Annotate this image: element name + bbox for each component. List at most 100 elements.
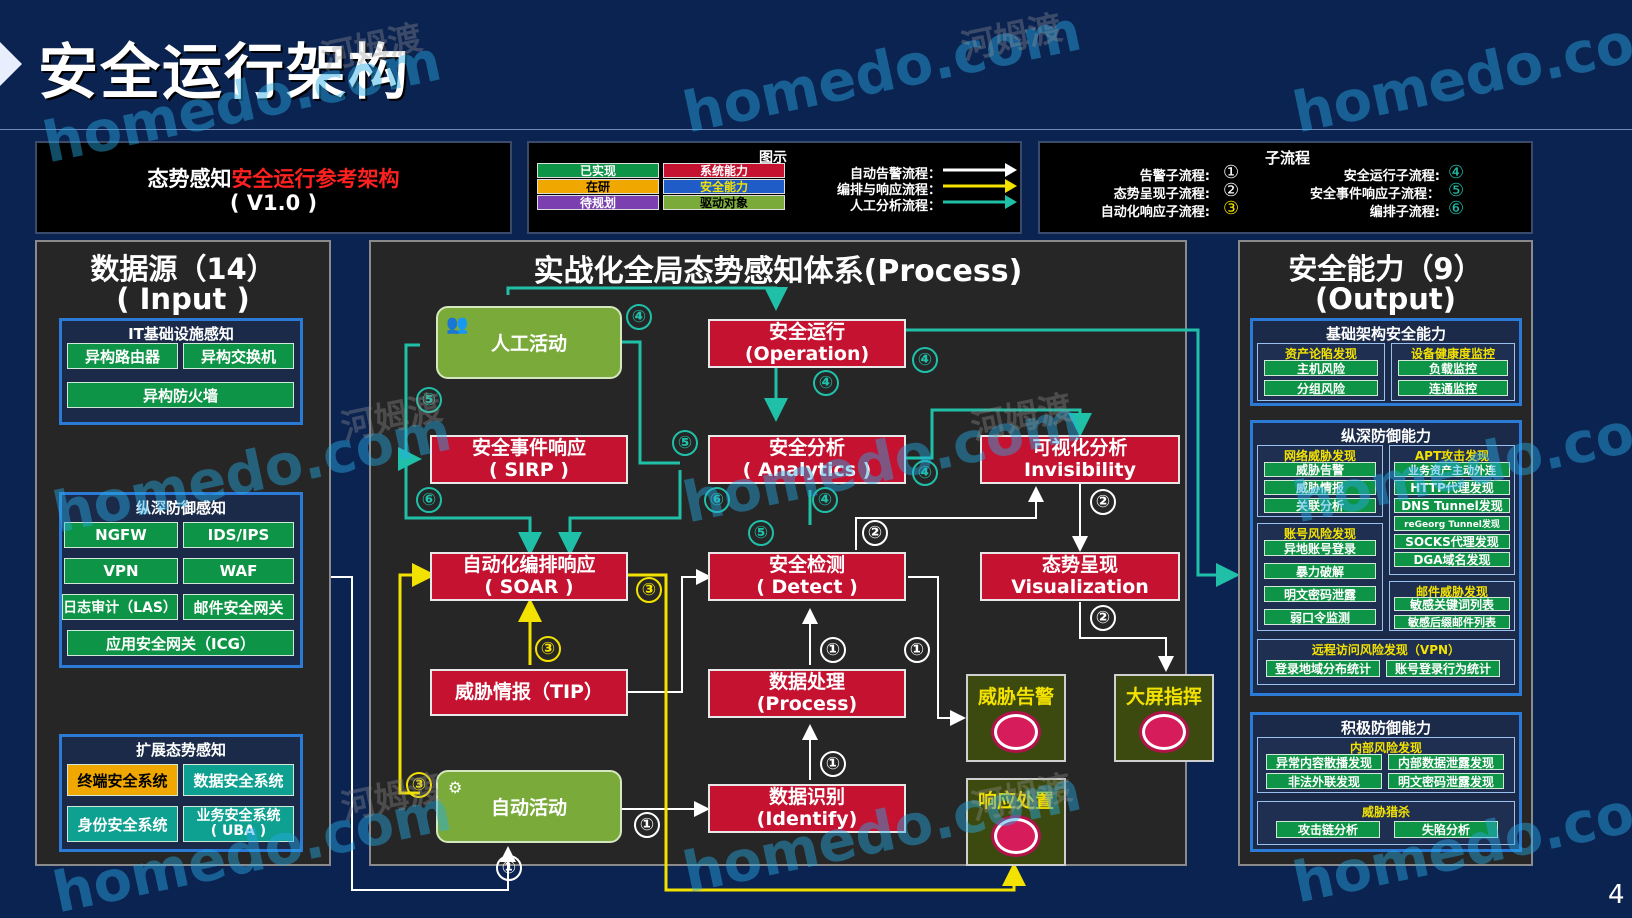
step-1-alert: ① (904, 637, 930, 663)
cap-outbound-connect: 业务资产主动外连 (1394, 462, 1510, 477)
data-identify-node: 数据识别(Identify) (708, 784, 906, 833)
source-las: 日志审计（LAS） (62, 594, 178, 620)
response-target: 响应处置 (966, 778, 1066, 866)
cap-compromise-analysis: 失陷分析 (1394, 821, 1498, 838)
threat-hunting-group: 威胁猎杀 攻击链分析 失陷分析 (1257, 801, 1515, 845)
auto-activity-node: ⚙ 自动活动 (436, 770, 622, 843)
cap-correlation: 关联分析 (1264, 498, 1376, 513)
step-5-left: ⑤ (416, 387, 442, 413)
account-risk-group: 账号风险发现 异地账号登录 暴力破解 明文密码泄露 弱口令监测 (1257, 523, 1383, 631)
subflow-box: 子流程 告警子流程: 态势呈现子流程: 自动化响应子流程: ① ② ③ 安全运行… (1038, 141, 1533, 234)
step-4-human: ④ (626, 304, 652, 330)
legend-flow-arrows-icon (943, 163, 1017, 209)
input-subtitle: ( Input ) (116, 282, 250, 316)
process-title: 实战化全局态势感知体系(Process) (533, 254, 1023, 289)
big-screen-target: 大屏指挥 (1114, 674, 1214, 762)
source-switch: 异构交换机 (183, 343, 294, 369)
data-processing-node: 数据处理(Process) (708, 669, 906, 718)
step-4-analytics: ④ (912, 460, 938, 486)
legend-flow-auto-alert: 自动告警流程： (849, 167, 941, 182)
step-3-auto: ③ (406, 772, 432, 798)
legend-title: 图示 (759, 150, 787, 166)
detect-node: 安全检测( Detect ) (708, 552, 906, 601)
source-waf: WAF (183, 558, 294, 584)
cap-threat-alert: 威胁告警 (1264, 462, 1376, 477)
deep-defense-group: 纵深防御能力 网络威胁发现 威胁告警 威胁情报 关联分析 APT攻击发现 业务资… (1250, 420, 1522, 696)
step-1-input: ① (496, 855, 522, 881)
architecture-version: ( V1.0 ) (229, 191, 318, 215)
subflow-title: 子流程 (1265, 149, 1311, 167)
source-mail-gateway: 邮件安全网关 (183, 594, 294, 620)
cap-threat-intel: 威胁情报 (1264, 480, 1376, 495)
subflow-operation: 安全运行子流程: (1343, 169, 1440, 184)
it-group-title: IT基础设施感知 (128, 325, 234, 343)
cap-sensitive-keywords: 敏感关键词列表 (1394, 597, 1510, 611)
output-subtitle: (Output) (1315, 282, 1456, 316)
step-5-detect: ⑤ (748, 520, 774, 546)
legend-system-capability: 系统能力 (663, 163, 785, 178)
response-button-icon (994, 818, 1038, 854)
cap-login-region: 登录地域分布统计 (1266, 660, 1380, 677)
cap-brute-force: 暴力破解 (1264, 563, 1376, 579)
legend-security-capability: 安全能力 (663, 179, 785, 194)
subflow-num-5: ⑤ (1448, 180, 1465, 201)
step-1-process: ① (820, 637, 846, 663)
gears-icon: ⚙ (448, 778, 463, 797)
asset-discovery-group: 资产论陷发现 主机风险 分组风险 (1257, 343, 1385, 401)
tip-node: 威胁情报（TIP） (430, 669, 628, 716)
mail-threat-group: 邮件威胁发现 敏感关键词列表 敏感后缀邮件列表 (1389, 581, 1515, 631)
step-4-detect: ④ (812, 487, 838, 513)
legend-flow-manual-analysis: 人工分析流程： (849, 199, 941, 214)
cap-sensitive-suffix: 敏感后缀邮件列表 (1394, 615, 1510, 629)
legend-in-development: 在研 (537, 179, 659, 194)
source-uba: 业务安全系统( UBA ) (183, 806, 294, 842)
source-ids-ips: IDS/IPS (183, 522, 294, 548)
title-divider (0, 129, 1632, 130)
source-router: 异构路由器 (67, 343, 178, 369)
step-5-analytics: ⑤ (672, 430, 698, 456)
active-defense-group: 积极防御能力 内部风险发现 异常内容散播发现 内部数据泄露发现 非法外联发现 明… (1250, 712, 1522, 852)
step-2-visualization: ② (1090, 605, 1116, 631)
source-icg: 应用安全网关（ICG） (67, 630, 294, 656)
step-2-detect: ② (862, 520, 888, 546)
cap-illegal-outbound: 非法外联发现 (1266, 773, 1382, 789)
people-icon: 👥 (446, 314, 469, 335)
cap-dga-domain: DGA域名发现 (1394, 552, 1510, 567)
source-identity: 身份安全系统 (67, 806, 178, 842)
cap-http-proxy: HTTP代理发现 (1394, 480, 1510, 495)
deep-defense-title: 纵深防御能力 (1340, 427, 1431, 445)
source-data-security: 数据安全系统 (183, 764, 294, 796)
source-firewall: 异构防火墙 (67, 382, 294, 408)
subflow-num-3: ③ (1223, 198, 1240, 219)
cap-remote-login: 异地账号登录 (1264, 540, 1376, 556)
subflow-visualization: 态势呈现子流程: (1113, 187, 1210, 202)
step-3-soar: ③ (636, 577, 662, 603)
subflow-incident-response: 安全事件响应子流程： (1309, 187, 1440, 202)
cap-dns-tunnel: DNS Tunnel发现 (1394, 498, 1510, 513)
cap-kill-chain: 攻击链分析 (1276, 821, 1380, 838)
cap-connectivity-monitor: 连通监控 (1398, 380, 1508, 396)
cap-abnormal-content: 异常内容散播发现 (1266, 754, 1382, 770)
defense-perception-group: 纵深防御感知 NGFW IDS/IPS VPN WAF 日志审计（LAS） 邮件… (59, 492, 303, 668)
threat-alert-target: 威胁告警 (966, 674, 1066, 762)
subflow-num-1: ① (1223, 162, 1240, 183)
security-operation-node: 安全运行(Operation) (708, 319, 906, 368)
subflow-alert: 告警子流程: (1139, 169, 1210, 184)
title-arrow-icon (0, 42, 22, 86)
source-endpoint: 终端安全系统 (67, 764, 178, 796)
source-vpn: VPN (64, 558, 178, 584)
cap-socks-proxy: SOCKS代理发现 (1394, 534, 1510, 549)
infra-capability-group: 基础架构安全能力 资产论陷发现 主机风险 分组风险 设备健康度监控 负载监控 连… (1250, 318, 1522, 406)
cap-weak-password: 弱口令监测 (1264, 609, 1376, 625)
subflow-num-4: ④ (1448, 162, 1465, 183)
extended-group-title: 扩展态势感知 (135, 741, 226, 759)
cap-plaintext-leak: 明文密码泄露发现 (1388, 773, 1504, 789)
cap-load-monitor: 负载监控 (1398, 360, 1508, 376)
vpn-risk-group: 远程访问风险发现（VPN） 登录地域分布统计 账号登录行为统计 (1257, 639, 1515, 685)
cap-group-risk: 分组风险 (1264, 380, 1378, 396)
network-threat-group: 网络威胁发现 威胁告警 威胁情报 关联分析 (1257, 445, 1383, 517)
subflow-num-6: ⑥ (1448, 198, 1465, 219)
infra-title: 基础架构安全能力 (1325, 325, 1446, 343)
